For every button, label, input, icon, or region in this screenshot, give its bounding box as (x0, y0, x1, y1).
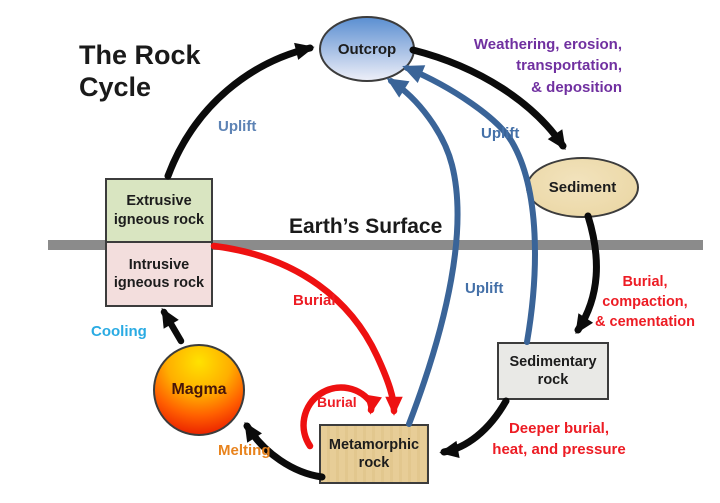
arrow-uplift-metamorphic-to-outcrop (386, 78, 461, 427)
outcrop-label: Outcrop (337, 40, 397, 58)
earths-surface-label: Earth’s Surface (289, 215, 443, 238)
weathering-erosion-label: Weathering, erosion, transportation, & d… (473, 36, 622, 96)
intrusive-label: Intrusive igneous rock (113, 256, 205, 291)
uplift-label-middle: Uplift (465, 280, 504, 297)
uplift-label-left: Uplift (218, 118, 257, 135)
burial-label-main: Burial (293, 292, 336, 309)
cooling-label: Cooling (91, 323, 147, 340)
metamorphic-label: Metamorphic rock (328, 436, 420, 471)
arrow-uplift-sedimentary-to-outcrop (402, 65, 538, 345)
magma-label: Magma (171, 381, 227, 398)
node-extrusive-igneous-rock: Extrusive igneous rock (105, 178, 213, 243)
deeper-burial-heat-pressure-label: Deeper burial, heat, and pressure (492, 420, 626, 458)
node-intrusive-igneous-rock: Intrusive igneous rock (105, 243, 213, 307)
melting-label: Melting (218, 442, 271, 459)
node-sediment: Sediment (526, 157, 639, 218)
page-title: The Rock Cycle (79, 40, 201, 102)
node-magma: Magma (153, 344, 245, 436)
node-sedimentary-rock: Sedimentary rock (497, 342, 609, 400)
burial-compaction-cementation-label: Burial, compaction, & cementation (595, 274, 695, 330)
sediment-label: Sediment (548, 179, 617, 196)
burial-label-loop: Burial (317, 394, 357, 410)
extrusive-label: Extrusive igneous rock (113, 193, 205, 228)
node-metamorphic-rock: Metamorphic rock (319, 424, 429, 484)
arrow-cooling-magma-to-intrusive (160, 307, 185, 345)
node-outcrop: Outcrop (319, 16, 415, 82)
sedimentary-label: Sedimentary rock (509, 353, 597, 388)
uplift-label-top: Uplift (481, 125, 520, 142)
